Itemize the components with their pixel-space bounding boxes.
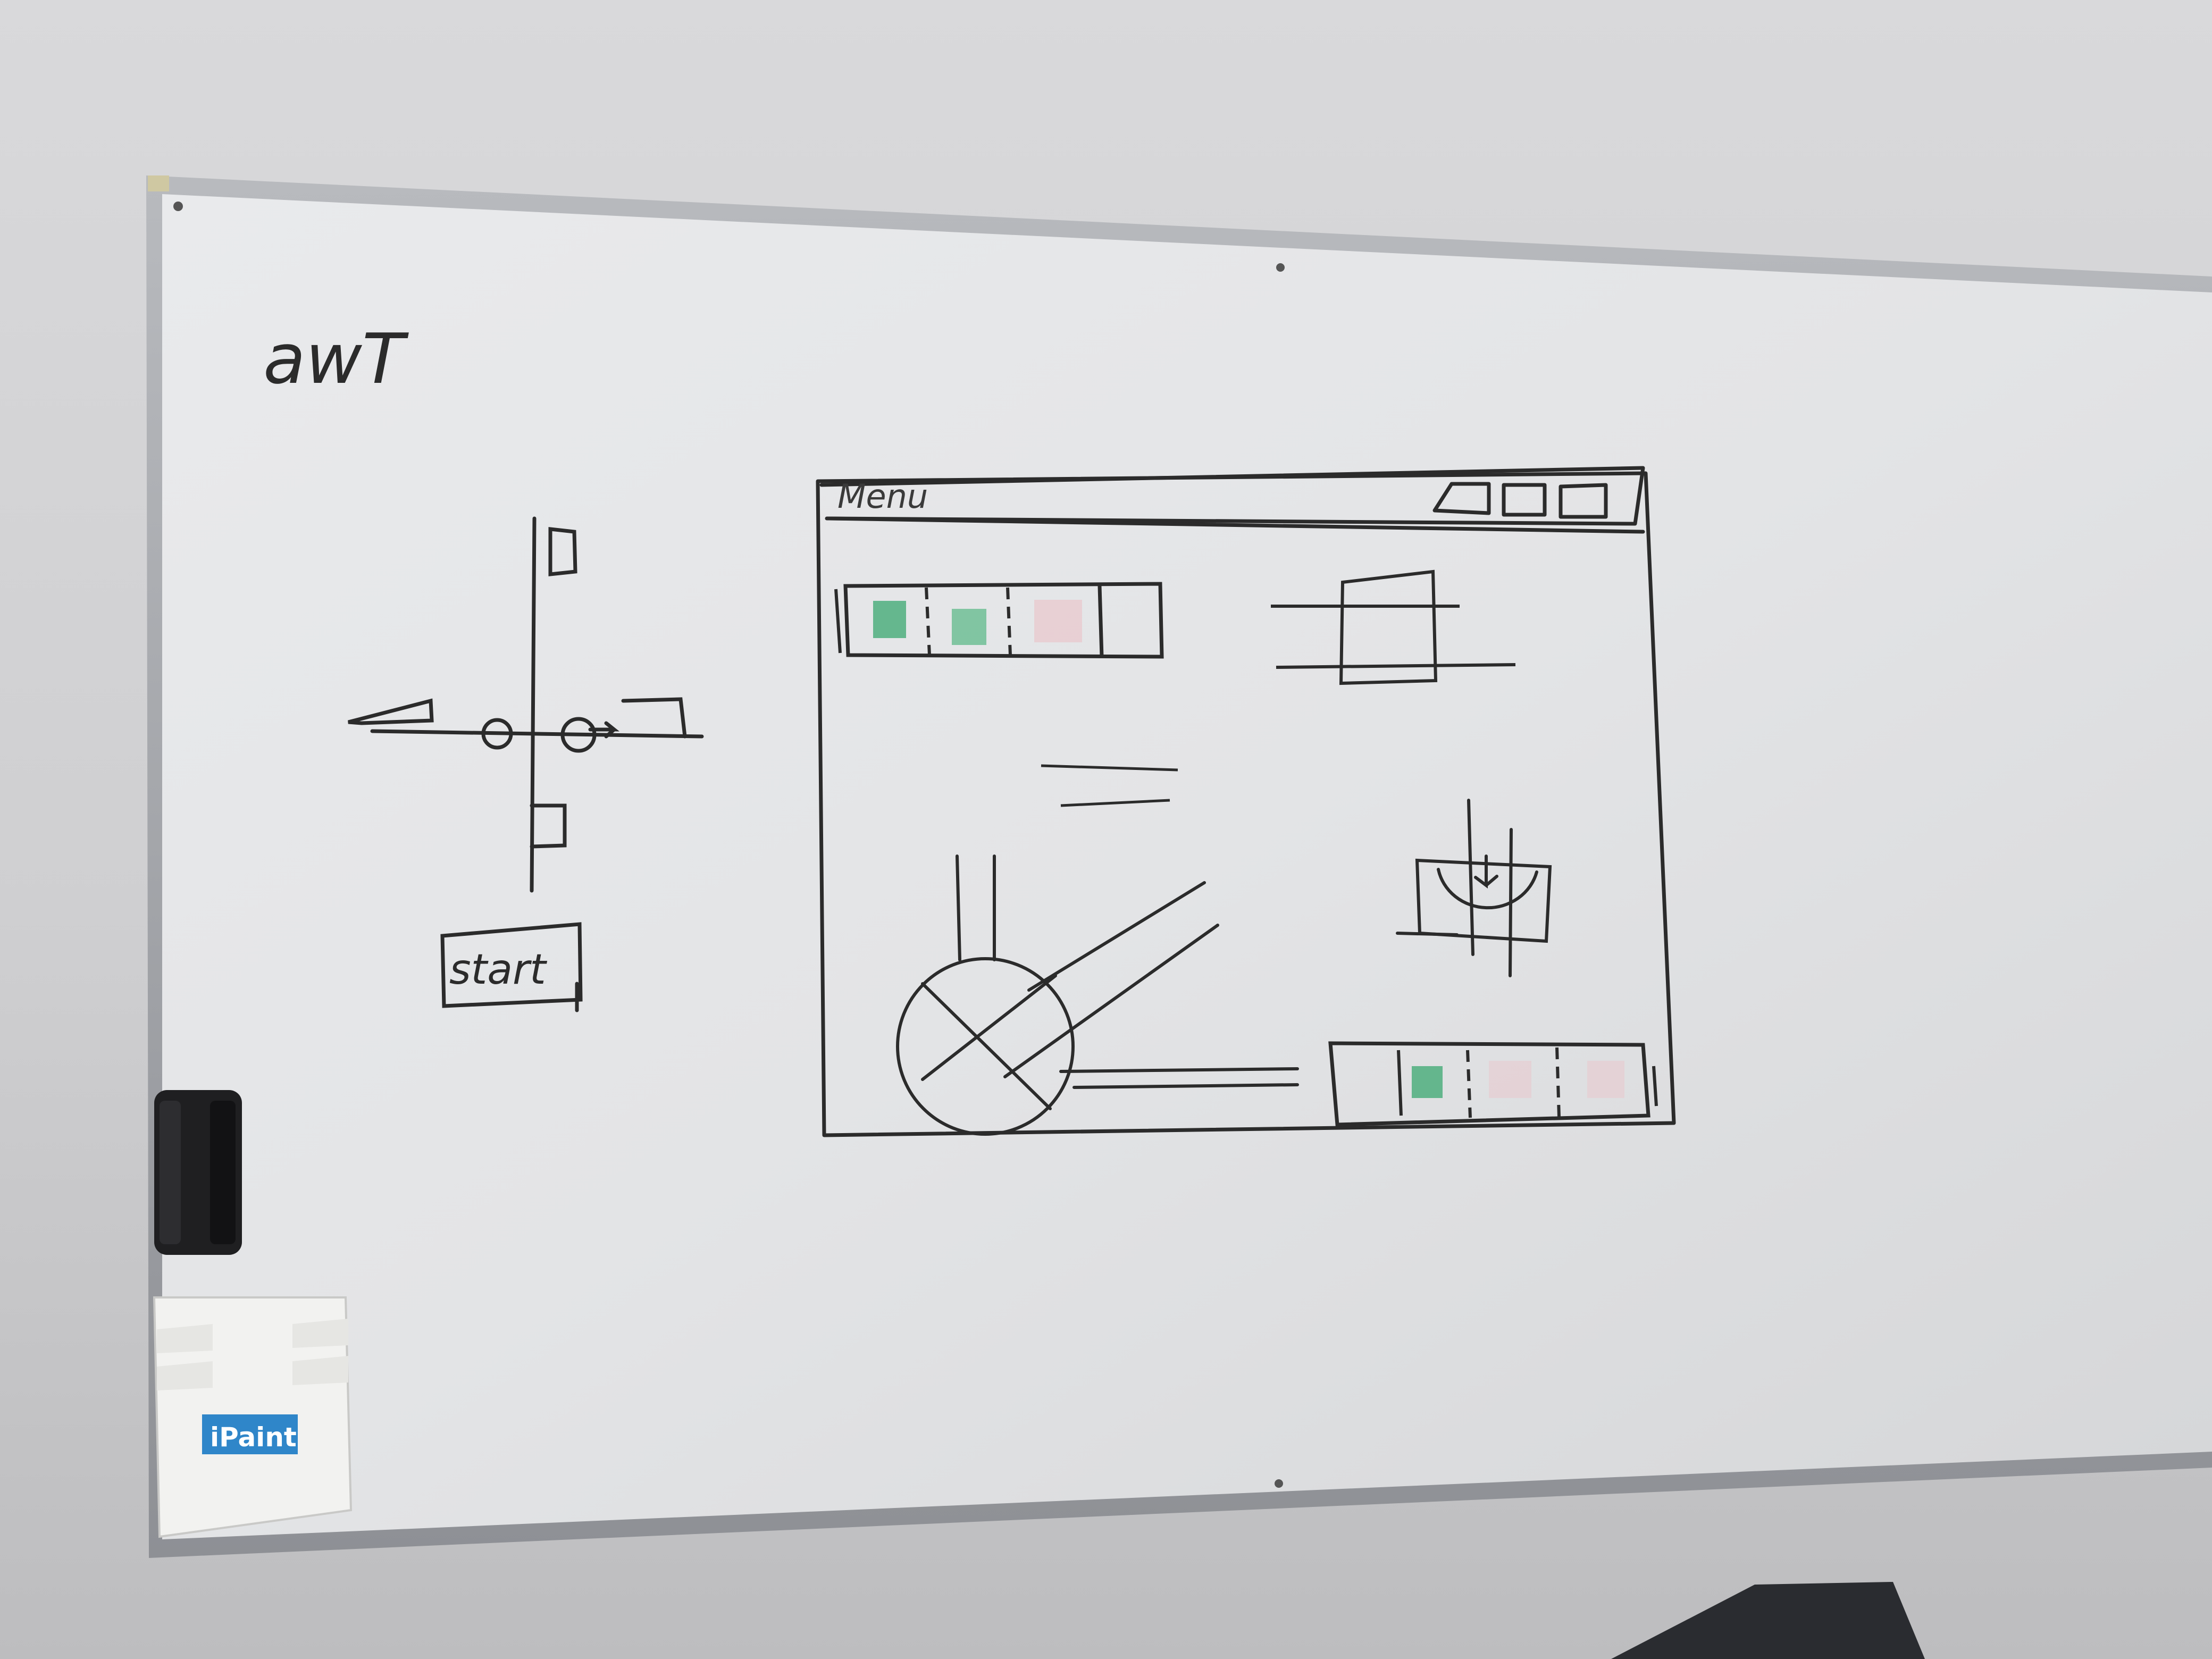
toolbar-slot-pink <box>1489 1061 1531 1098</box>
frame-screw <box>173 202 183 211</box>
toolbar-slot-pink <box>1587 1061 1624 1098</box>
square-with-lines-sketch <box>1271 569 1516 685</box>
tray-label-badge <box>202 1414 298 1454</box>
toolbar-slot-green <box>952 609 986 645</box>
text-placeholder-lines <box>1041 764 1178 807</box>
start-button-sketch <box>440 922 583 1012</box>
bowl-arrow-sketch <box>1396 799 1552 977</box>
whiteboard-eraser <box>154 1090 242 1255</box>
bottom-toolbar-sketch <box>1328 1041 1658 1127</box>
toolbar-slot-pink <box>1034 600 1082 642</box>
office-chair-back <box>1611 1582 1925 1659</box>
marker-tray <box>153 1296 353 1538</box>
frame-corner-tape <box>148 175 169 191</box>
sketch-window <box>816 466 1676 1137</box>
top-toolbar-sketch <box>834 582 1164 659</box>
start-button-label: start <box>449 946 547 994</box>
toolbar-slot-green <box>1412 1066 1443 1098</box>
joystick-sketch <box>896 854 1299 1136</box>
toolbar-slot-green <box>873 601 906 638</box>
heading-text: awT <box>263 319 409 399</box>
crossroad-diagram <box>348 516 704 893</box>
tray-brand-label: iPaint <box>210 1422 297 1453</box>
frame-screw <box>1275 1479 1283 1488</box>
sketch-window-title: Menu <box>837 477 928 516</box>
frame-screw <box>1276 263 1285 272</box>
whiteboard-surface <box>162 194 2212 1539</box>
